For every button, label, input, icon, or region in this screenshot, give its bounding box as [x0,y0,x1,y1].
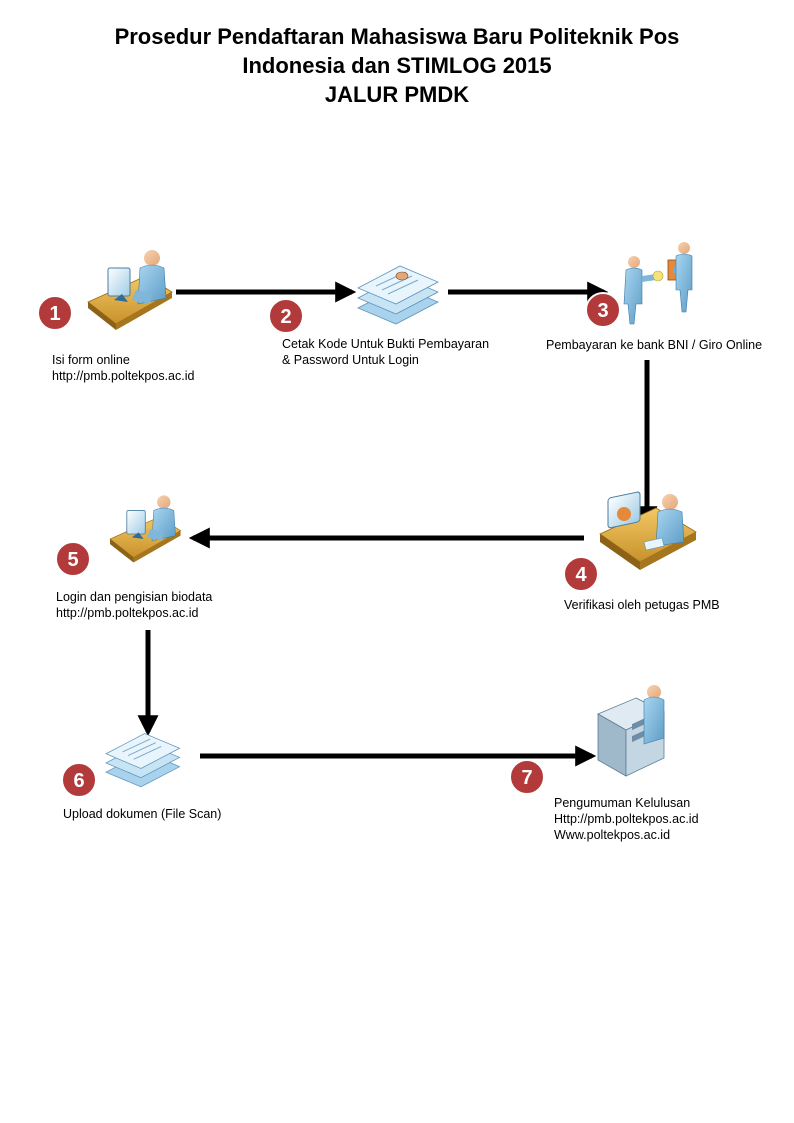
user-at-printer-icon [597,685,665,777]
step-4-label: Verifikasi oleh petugas PMB [564,597,720,613]
step-4-badge-number: 4 [575,564,587,586]
title-line-3: JALUR PMDK [324,82,470,107]
step-5-badge: 5 [55,541,91,577]
step-3-badge-circle [585,292,621,328]
step-3-badge-number: 3 [597,300,608,322]
flow-arrows [137,281,658,767]
step-2-badge: 2 [268,298,304,334]
step-5-badge-circle [55,541,91,577]
step-badges: 1 2 3 4 5 6 7 [37,292,621,798]
step-2-badge-circle [268,298,304,334]
step-5-line-1: Login dan pengisian biodata [56,590,213,604]
officer-at-workstation-icon [599,491,697,570]
step-1-line-1: Isi form online [52,353,130,367]
step-4-line-1: Verifikasi oleh petugas PMB [564,598,720,612]
step-7-line-1: Pengumuman Kelulusan [554,796,691,810]
step-1-badge-circle [37,295,73,331]
step-7-line-2: Http://pmb.poltekpos.ac.id [554,812,699,826]
step-4-badge: 4 [563,556,599,592]
page-title: Prosedur Pendaftaran Mahasiswa Baru Poli… [0,22,794,109]
step-6-line-1: Upload dokumen (File Scan) [63,807,222,821]
step-3-line-1: Pembayaran ke bank BNI / Giro Online [546,338,763,352]
step-6-label: Upload dokumen (File Scan) [63,806,221,822]
document-stack-icon [105,733,181,788]
title-line-2: Indonesia dan STIMLOG 2015 [242,53,552,78]
step-2-line-1: Cetak Kode Untuk Bukti Pembayaran [282,337,490,351]
step-1-badge: 1 [37,295,73,331]
step-7-badge: 7 [509,759,545,795]
step-5-line-2: http://pmb.poltekpos.ac.id [56,606,199,620]
step-7-badge-circle [509,759,545,795]
step-7-line-3: Www.poltekpos.ac.id [554,828,671,842]
step-7-label: Pengumuman Kelulusan Http://pmb.poltekpo… [554,795,699,843]
step-2-line-2: & Password Untuk Login [282,353,419,367]
step-5-badge-number: 5 [67,549,78,571]
step-6-badge: 6 [61,762,97,798]
step-6-badge-number: 6 [73,770,84,792]
step-4-badge-circle [563,556,599,592]
step-2-badge-number: 2 [280,306,291,328]
step-6-badge-circle [61,762,97,798]
user-at-computer-icon [87,250,173,330]
step-7-badge-number: 7 [521,767,532,789]
step-1-label: Isi form online http://pmb.poltekpos.ac.… [52,352,194,384]
step-3-badge: 3 [585,292,621,328]
step-1-badge-number: 1 [49,303,60,325]
step-5-label: Login dan pengisian biodata http://pmb.p… [56,589,212,621]
step-1-line-2: http://pmb.poltekpos.ac.id [52,369,195,383]
step-2-label: Cetak Kode Untuk Bukti Pembayaran & Pass… [282,336,489,368]
payment-exchange-icon [623,242,693,325]
user-at-computer-icon [109,495,182,563]
step-3-label: Pembayaran ke bank BNI / Giro Online [546,337,762,353]
title-line-1: Prosedur Pendaftaran Mahasiswa Baru Poli… [114,24,680,49]
document-stack-icon [357,265,439,325]
